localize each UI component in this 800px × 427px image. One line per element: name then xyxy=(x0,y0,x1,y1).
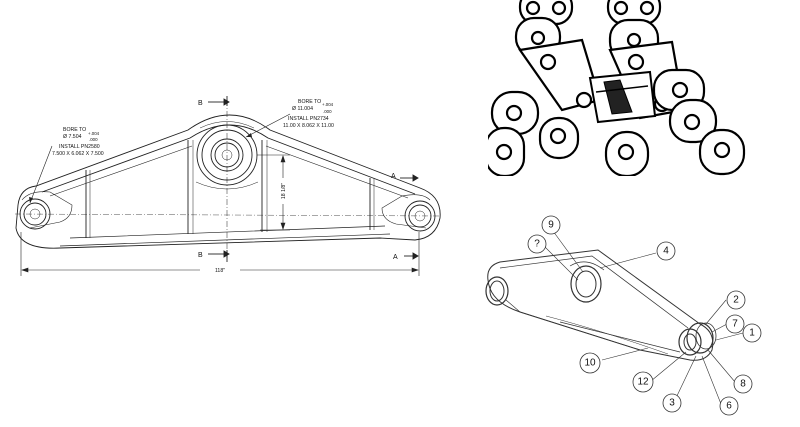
left-bore-note-line2: Ø 7.504 xyxy=(63,134,82,140)
center-bore-note: BORE TO Ø 11.004 +.004 .000 INSTALL PN27… xyxy=(245,99,334,138)
overall-length-label: 118" xyxy=(215,268,225,274)
beam-outline xyxy=(15,114,441,249)
center-bore-note-line1: BORE TO xyxy=(298,99,321,105)
center-bore-note-line4: 11.00 X 8.062 X 11.00 xyxy=(283,123,334,129)
callout-9-circle xyxy=(541,215,561,235)
callout-3-circle xyxy=(662,393,682,413)
section-a-bottom-label: A xyxy=(393,254,398,261)
callout-10: 10 xyxy=(584,358,596,369)
callout-6: 6 xyxy=(726,401,732,412)
left-bore-tol-plus: +.004 xyxy=(88,131,100,136)
section-b-markers xyxy=(208,96,230,262)
callout-unknown-circle xyxy=(527,234,547,254)
section-a-markers xyxy=(400,174,419,260)
height-dimension xyxy=(257,154,290,231)
section-b-top-label: B xyxy=(198,100,203,107)
callout-7-circle xyxy=(725,314,745,334)
callout-1: 1 xyxy=(749,328,755,339)
section-b-bottom-label: B xyxy=(198,252,203,259)
left-chain xyxy=(488,0,602,176)
callout-12: 12 xyxy=(637,377,649,388)
callout-labels: 9 ? 4 2 7 1 10 12 8 3 6 xyxy=(534,220,755,412)
callout-2-circle xyxy=(726,290,746,310)
callout-balloons xyxy=(527,215,762,416)
callout-leaders xyxy=(540,230,744,405)
callout-12-circle xyxy=(632,371,654,393)
chain-linkage-illustration xyxy=(488,0,746,176)
callout-1-circle xyxy=(742,323,762,343)
callout-9: 9 xyxy=(548,220,554,231)
section-a-top-label: A xyxy=(391,173,396,180)
callout-6-circle xyxy=(719,396,739,416)
left-bore-note-line1: BORE TO xyxy=(63,127,86,133)
left-bore-tol-minus: .000 xyxy=(89,137,98,142)
height-label: 18 1/8" xyxy=(281,183,287,199)
callout-unknown: ? xyxy=(534,239,540,250)
callout-7: 7 xyxy=(732,319,738,330)
left-bore-note-line4: 7.500 X 6.062 X 7.500 xyxy=(52,151,104,157)
callout-3: 3 xyxy=(669,398,675,409)
beam-bottom-flange xyxy=(59,225,391,247)
left-bore-note: BORE TO Ø 7.504 +.004 .000 INSTALL PN258… xyxy=(29,127,104,204)
isometric-beam-view xyxy=(485,249,717,361)
center-bore-note-line3: INSTALL PN2734 xyxy=(288,116,329,122)
iso-beam-outline xyxy=(487,249,714,361)
center-bore-tol-plus: +.004 xyxy=(322,102,334,107)
center-bore-tol-minus: .000 xyxy=(323,109,332,114)
overall-length-dimension xyxy=(20,232,420,276)
callout-8: 8 xyxy=(740,379,746,390)
callout-2: 2 xyxy=(733,295,739,306)
equalizer-beam-2d-drawing xyxy=(14,100,441,258)
left-bore-note-line3: INSTALL PN2580 xyxy=(59,144,100,150)
callout-10-circle xyxy=(579,352,601,374)
center-bore-note-line2: Ø 11.004 xyxy=(292,106,313,112)
callout-4-circle xyxy=(656,241,676,261)
callout-8-circle xyxy=(733,374,753,394)
callout-4: 4 xyxy=(663,246,669,257)
